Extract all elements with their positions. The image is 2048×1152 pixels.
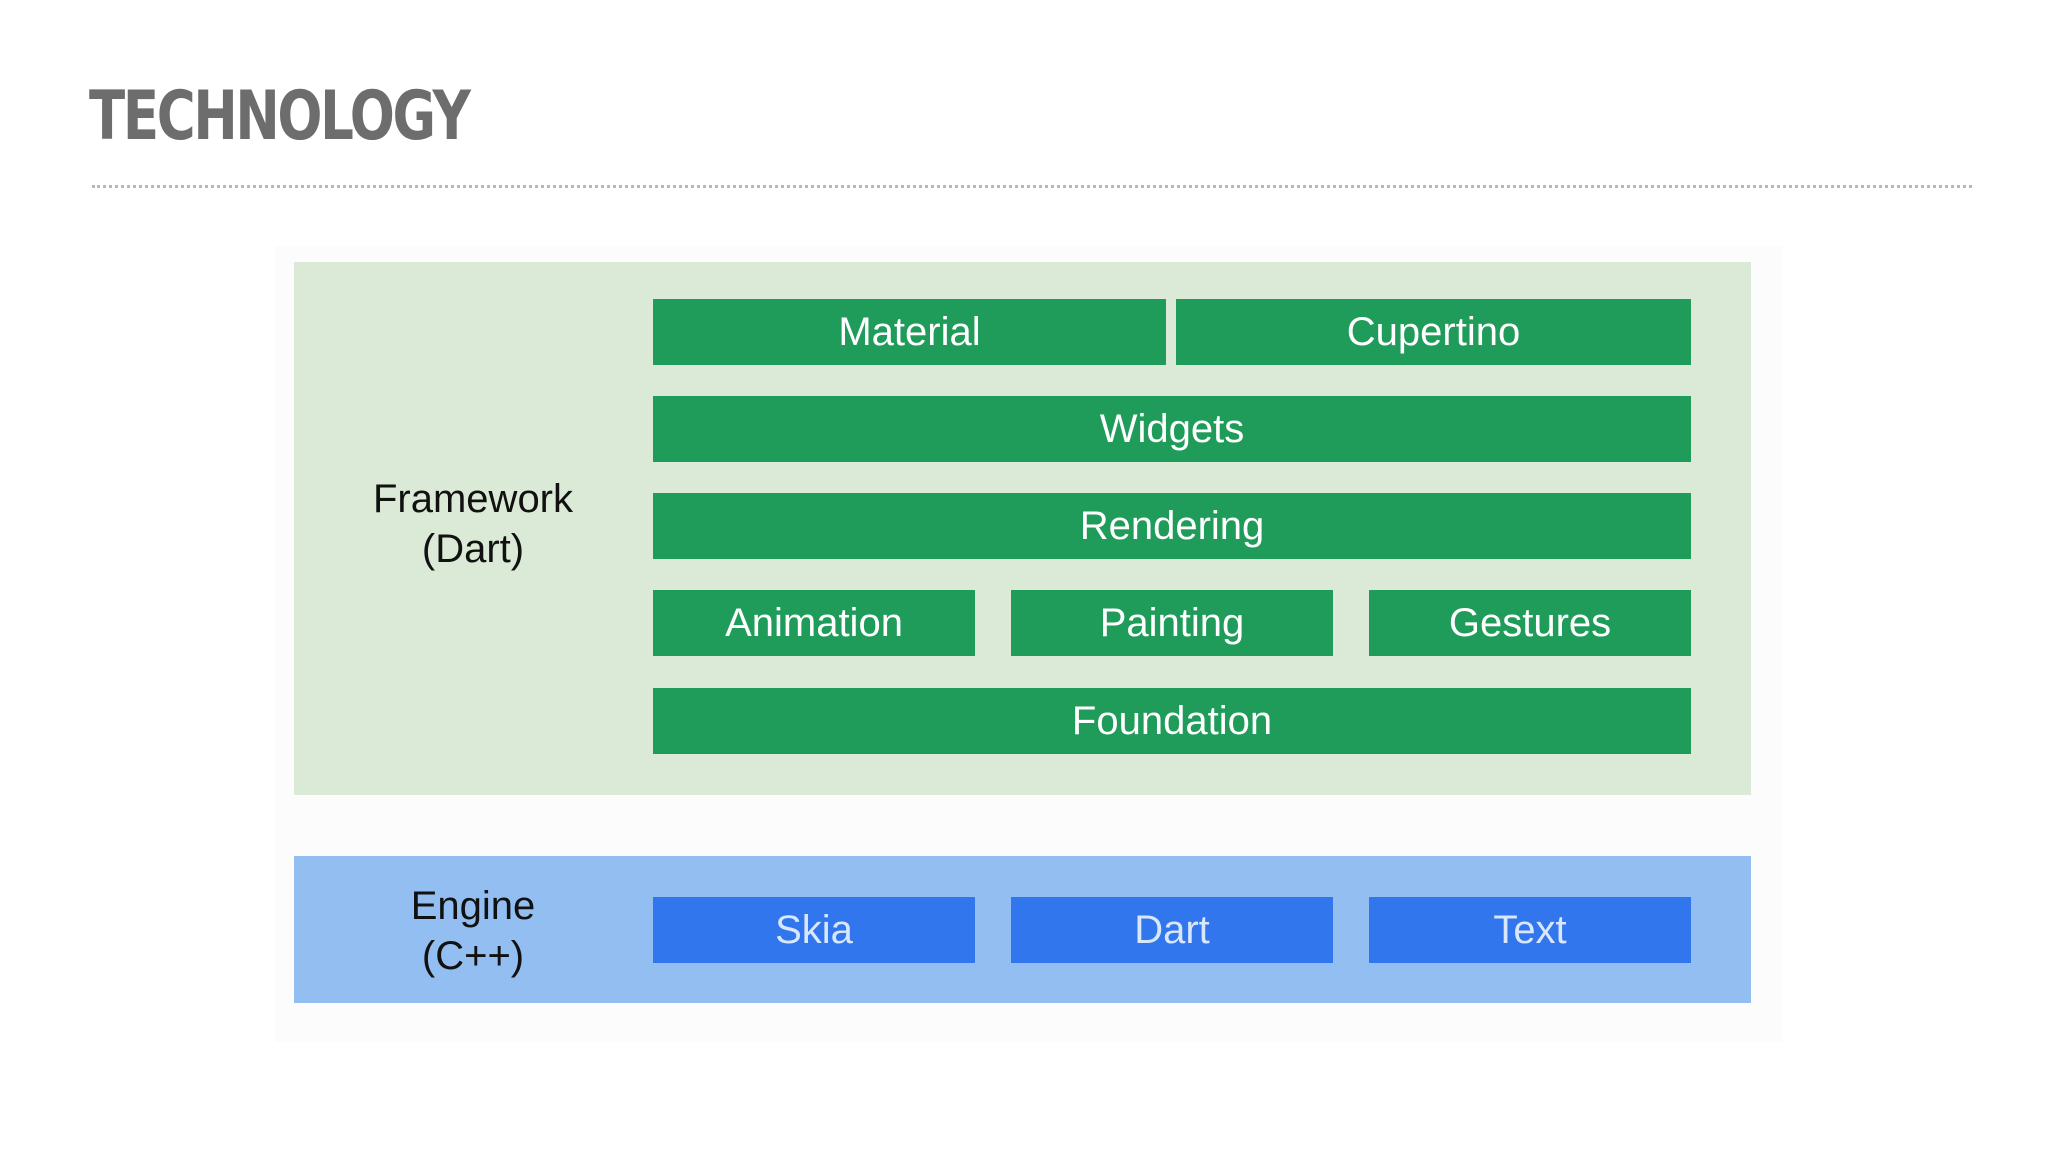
framework-label-line1: Framework bbox=[372, 477, 574, 521]
engine-label-line2: (C++) bbox=[421, 934, 525, 978]
framework-layer-label: Framework (Dart) bbox=[323, 474, 623, 574]
engine-layer-label: Engine (C++) bbox=[323, 881, 623, 981]
text-block: Text bbox=[1369, 897, 1691, 963]
gestures-block: Gestures bbox=[1369, 590, 1691, 656]
painting-block: Painting bbox=[1011, 590, 1333, 656]
widgets-block: Widgets bbox=[653, 396, 1691, 462]
dart-engine-block: Dart bbox=[1011, 897, 1333, 963]
skia-block: Skia bbox=[653, 897, 975, 963]
foundation-block: Foundation bbox=[653, 688, 1691, 754]
title-divider bbox=[92, 185, 1972, 188]
rendering-block: Rendering bbox=[653, 493, 1691, 559]
material-block: Material bbox=[653, 299, 1166, 365]
animation-block: Animation bbox=[653, 590, 975, 656]
framework-label-line2: (Dart) bbox=[421, 527, 525, 571]
engine-label-line1: Engine bbox=[410, 884, 536, 928]
cupertino-block: Cupertino bbox=[1176, 299, 1691, 365]
slide-title: TECHNOLOGY bbox=[89, 77, 471, 156]
